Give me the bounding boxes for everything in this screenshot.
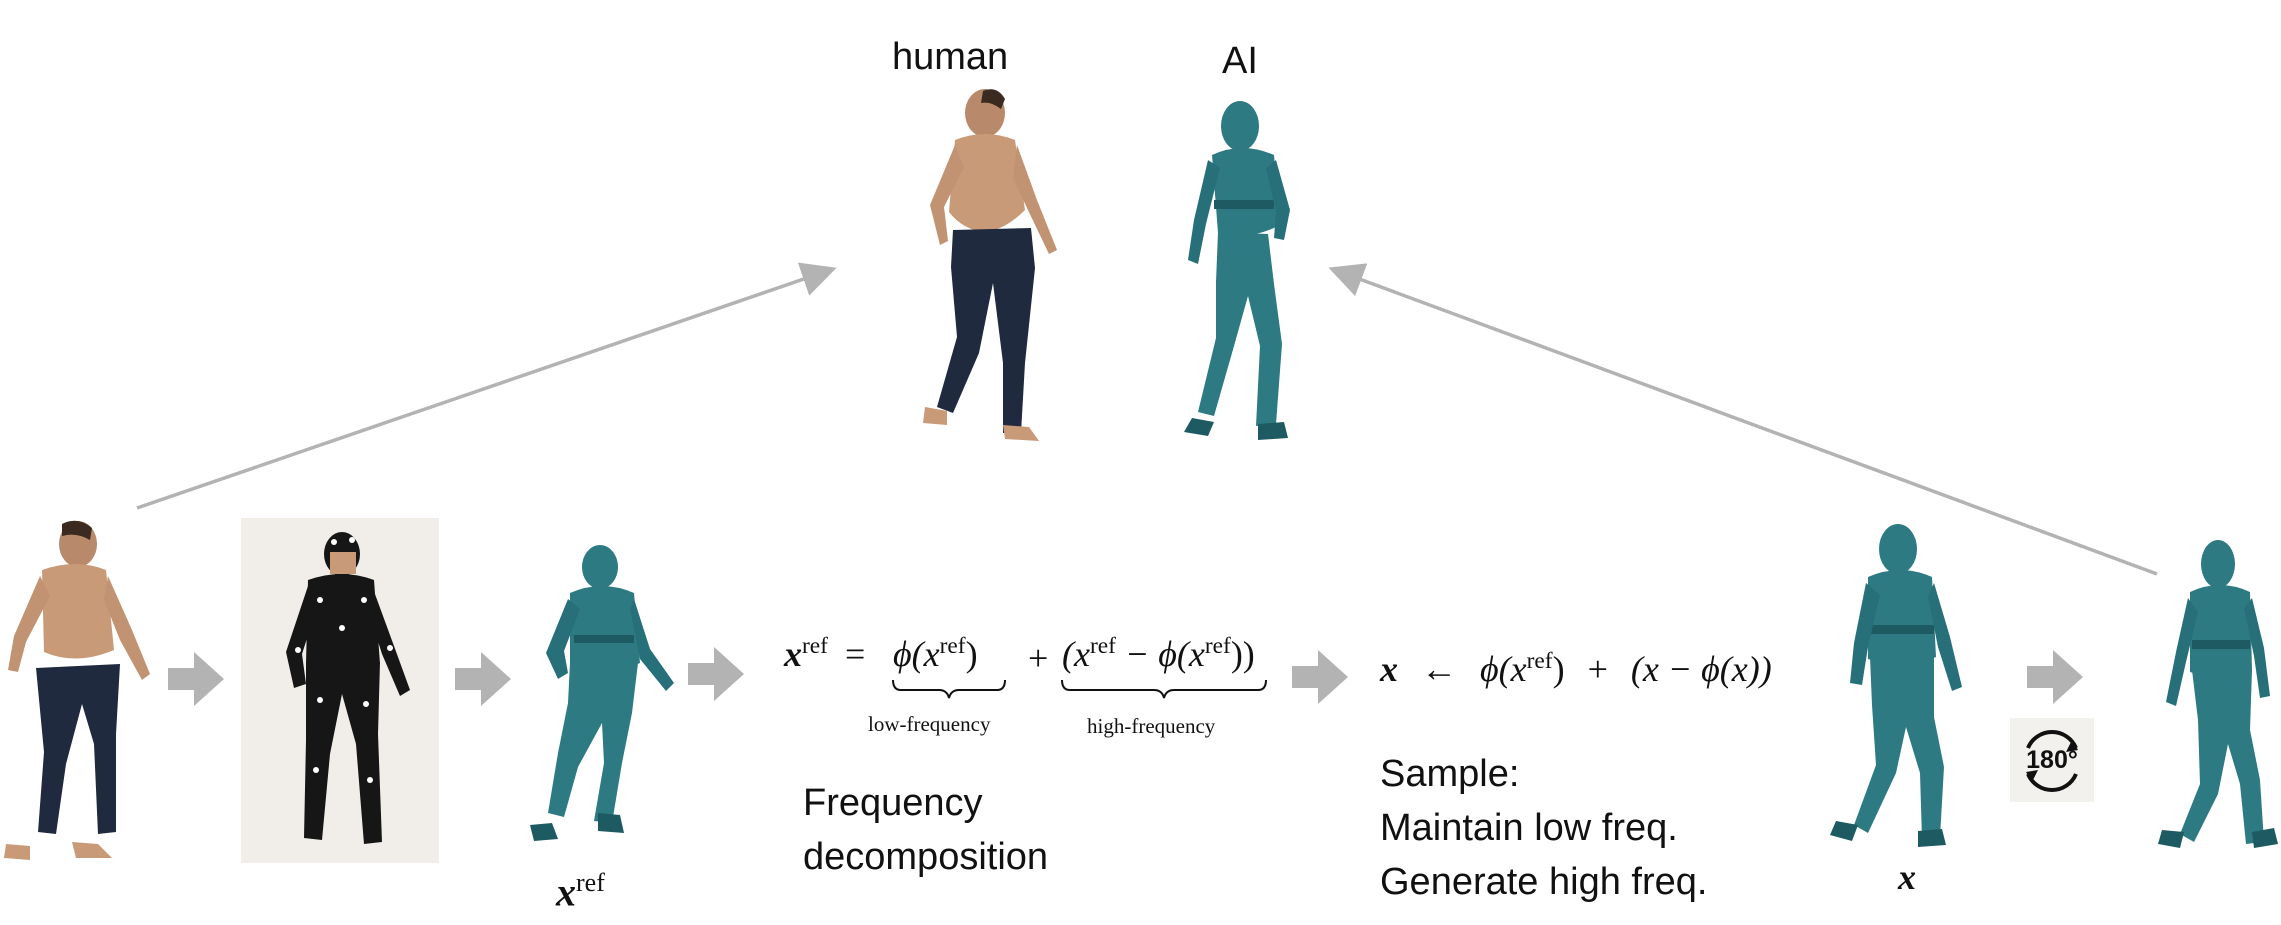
robot-x-figure xyxy=(1830,524,1962,847)
formula1-high-open: (x xyxy=(1062,634,1090,674)
formula-low-term: ϕ(xref) xyxy=(893,633,978,675)
caption-sample-line3: Generate high freq. xyxy=(1380,861,1708,903)
formula2-rest: (x − ϕ(x)) xyxy=(1630,649,1772,689)
low-frequency-brace xyxy=(892,679,1006,699)
formula1-phi-term: ϕ(x xyxy=(893,634,940,674)
formula1-high-sup1: ref xyxy=(1089,633,1116,659)
caption-frequency-line2: decomposition xyxy=(803,836,1049,878)
formula1-high-mid: − ϕ(x xyxy=(1115,634,1205,674)
formula-decomposition-lhs: xref = xyxy=(784,633,865,675)
flow-arrow-1 xyxy=(168,652,224,706)
human-figure-top xyxy=(923,89,1057,441)
formula2-phi: ϕ(x xyxy=(1480,649,1527,689)
high-frequency-label: high-frequency xyxy=(1087,714,1216,738)
mocap-suit-figure xyxy=(286,532,410,844)
rotate-icon xyxy=(2026,730,2078,792)
formula1-lhs-x: x xyxy=(784,634,802,674)
flow-arrow-5 xyxy=(2027,650,2083,704)
formula-sampling: x ← ϕ(xref) + (x − ϕ(x)) xyxy=(1380,648,1772,690)
formula1-high-close: )) xyxy=(1230,634,1255,674)
formula1-phi-close: ) xyxy=(965,634,978,674)
robot-rotated-figure xyxy=(2158,540,2278,848)
caption-sample-line2: Maintain low freq. xyxy=(1380,807,1678,849)
xref-label-sup: ref xyxy=(576,868,605,897)
xref-label: xref xyxy=(556,868,605,915)
ai-label: AI xyxy=(1222,40,1258,82)
formula1-plus: + xyxy=(1028,638,1049,678)
xref-label-main: x xyxy=(556,869,576,915)
formula2-plus: + xyxy=(1587,649,1608,689)
caption-sample: Sample: Maintain low freq. Generate high… xyxy=(1380,747,1707,909)
ai-robot-figure-top xyxy=(1184,101,1290,440)
arrow-to-ai xyxy=(1328,263,2158,576)
flow-arrow-3 xyxy=(688,647,744,701)
low-frequency-label: low-frequency xyxy=(868,712,991,736)
caption-frequency-line1: Frequency xyxy=(803,782,983,824)
x-label: x xyxy=(1898,857,1916,897)
robot-xref-figure xyxy=(530,545,674,841)
formula2-x: x xyxy=(1380,649,1398,689)
human-figure-bottom xyxy=(4,520,150,860)
formula2-phi-sup: ref xyxy=(1526,648,1553,674)
flow-arrow-4 xyxy=(1292,650,1348,704)
human-label: human xyxy=(892,36,1009,78)
rotate-180-label: 180° xyxy=(2026,746,2078,774)
caption-sample-line1: Sample: xyxy=(1380,753,1520,795)
caption-frequency-decomposition: Frequency decomposition xyxy=(803,776,1048,884)
arrow-to-human xyxy=(136,262,837,510)
formula-high-term: (xref − ϕ(xref)) xyxy=(1062,633,1255,675)
flow-arrow-2 xyxy=(455,652,511,706)
formula1-phi-sup: ref xyxy=(939,633,966,659)
formula2-arrow: ← xyxy=(1421,649,1457,689)
high-frequency-brace xyxy=(1061,679,1267,699)
formula1-lhs-sup: ref xyxy=(802,633,828,659)
formula1-high-sup2: ref xyxy=(1204,633,1231,659)
rotate-180-badge: 180° xyxy=(2010,718,2094,802)
formula1-equals: = xyxy=(844,634,866,674)
formula2-phi-close: ) xyxy=(1552,649,1565,689)
